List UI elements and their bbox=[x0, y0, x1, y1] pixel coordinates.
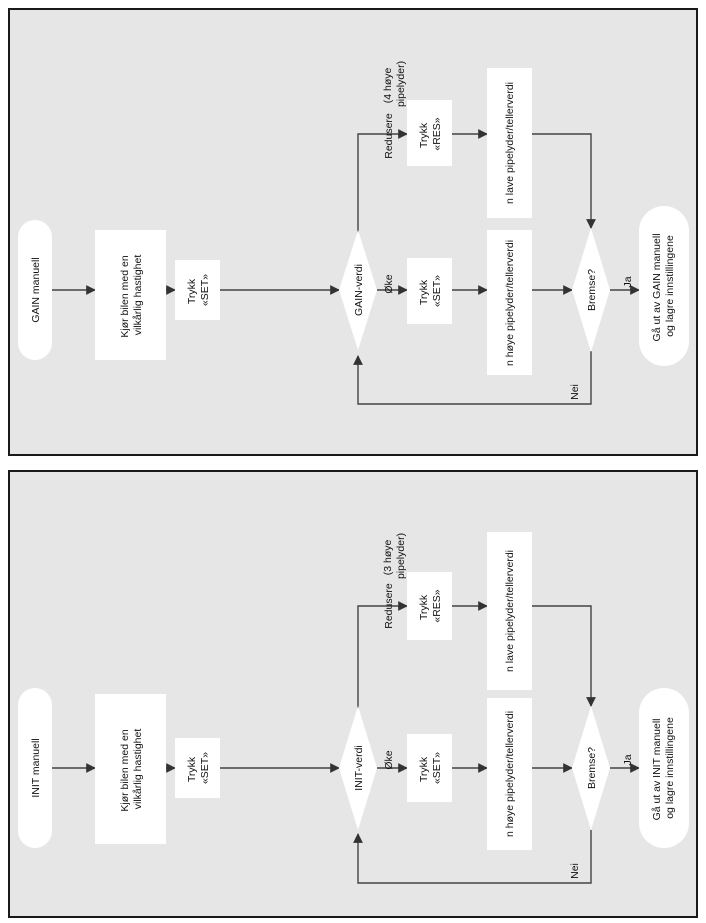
press-set-label: Trykk «SET» bbox=[186, 274, 211, 306]
start-label: INIT manuell bbox=[30, 738, 42, 797]
end-label: Gå ut av INIT manuell og lagre innstilli… bbox=[651, 716, 676, 821]
high-beeps-label: n høye pipelyder/tellerverdi bbox=[504, 240, 516, 366]
low-beeps-label: n lave pipelyder/tellerverdi bbox=[504, 550, 516, 672]
edge-brake-no bbox=[353, 351, 592, 405]
press-res-box bbox=[407, 572, 452, 640]
increase-label: Øke bbox=[383, 274, 395, 293]
decision-diamond bbox=[339, 706, 377, 830]
press-res-box bbox=[407, 100, 452, 166]
press-res-label: Trykk «RES» bbox=[418, 589, 443, 622]
brake-diamond bbox=[572, 228, 610, 352]
end-terminal bbox=[639, 206, 689, 366]
high-beeps-box bbox=[487, 698, 532, 850]
press-set-box bbox=[175, 738, 220, 798]
edge-low-to-brake bbox=[532, 605, 596, 707]
increase-label: Øke bbox=[383, 750, 395, 769]
press-set-label: Trykk «SET» bbox=[186, 752, 211, 784]
edge-brake-no bbox=[353, 830, 592, 884]
drive-box bbox=[95, 694, 166, 844]
low-beeps-box bbox=[487, 68, 532, 218]
decision-label: INIT-verdi bbox=[353, 745, 365, 791]
drive-box bbox=[95, 230, 166, 360]
press-set2-label: Trykk «SET» bbox=[418, 275, 443, 307]
drive-label: Kjør bilen med en vilkårlig hastighet bbox=[119, 252, 144, 337]
decrease-label: Redusere bbox=[383, 113, 395, 159]
end-label: Gå ut av GAIN manuell og lagre innstilli… bbox=[651, 231, 676, 342]
brake-label: Bremse? bbox=[586, 747, 598, 789]
brake-diamond bbox=[572, 706, 610, 830]
press-set-box bbox=[175, 260, 220, 320]
yes-label: Ja bbox=[622, 276, 634, 287]
start-label: GAIN manuell bbox=[30, 257, 42, 322]
init-manual-flowchart: INIT manuell Kjør bilen med en vilkårlig… bbox=[8, 470, 698, 918]
edge-decision-to-res bbox=[357, 601, 408, 710]
decrease-label: Redusere bbox=[383, 583, 395, 629]
note-label: (3 høye pipelyder) bbox=[382, 533, 407, 579]
decision-diamond bbox=[339, 230, 377, 350]
edge-low-to-brake bbox=[532, 133, 596, 229]
no-label: Nei bbox=[569, 384, 581, 400]
flow-edges bbox=[52, 129, 640, 405]
gain-manual-flowchart: GAIN manuell Kjør bilen med en vilkårlig… bbox=[8, 8, 698, 456]
high-beeps-label: n høye pipelyder/tellerverdi bbox=[504, 711, 516, 837]
decision-label: GAIN-verdi bbox=[353, 264, 365, 316]
end-terminal bbox=[639, 688, 689, 848]
press-set2-label: Trykk «SET» bbox=[418, 752, 443, 784]
yes-label: Ja bbox=[622, 754, 634, 765]
note-label: (4 høye pipelyder) bbox=[382, 61, 407, 107]
start-terminal bbox=[18, 688, 52, 848]
low-beeps-box bbox=[487, 532, 532, 690]
high-beeps-box bbox=[487, 230, 532, 375]
drive-label: Kjør bilen med en vilkårlig hastighet bbox=[119, 726, 144, 811]
edge-decision-to-res bbox=[357, 129, 408, 234]
press-set2-box bbox=[407, 734, 452, 802]
brake-label: Bremse? bbox=[586, 269, 598, 311]
no-label: Nei bbox=[569, 863, 581, 879]
flow-edges bbox=[52, 601, 640, 884]
start-terminal bbox=[18, 220, 52, 360]
init-flowchart-canvas: INIT manuell Kjør bilen med en vilkårlig… bbox=[8, 470, 698, 918]
low-beeps-label: n lave pipelyder/tellerverdi bbox=[504, 82, 516, 204]
gain-flowchart-canvas: GAIN manuell Kjør bilen med en vilkårlig… bbox=[8, 8, 698, 456]
press-res-label: Trykk «RES» bbox=[418, 117, 443, 150]
press-set2-box bbox=[407, 258, 452, 324]
